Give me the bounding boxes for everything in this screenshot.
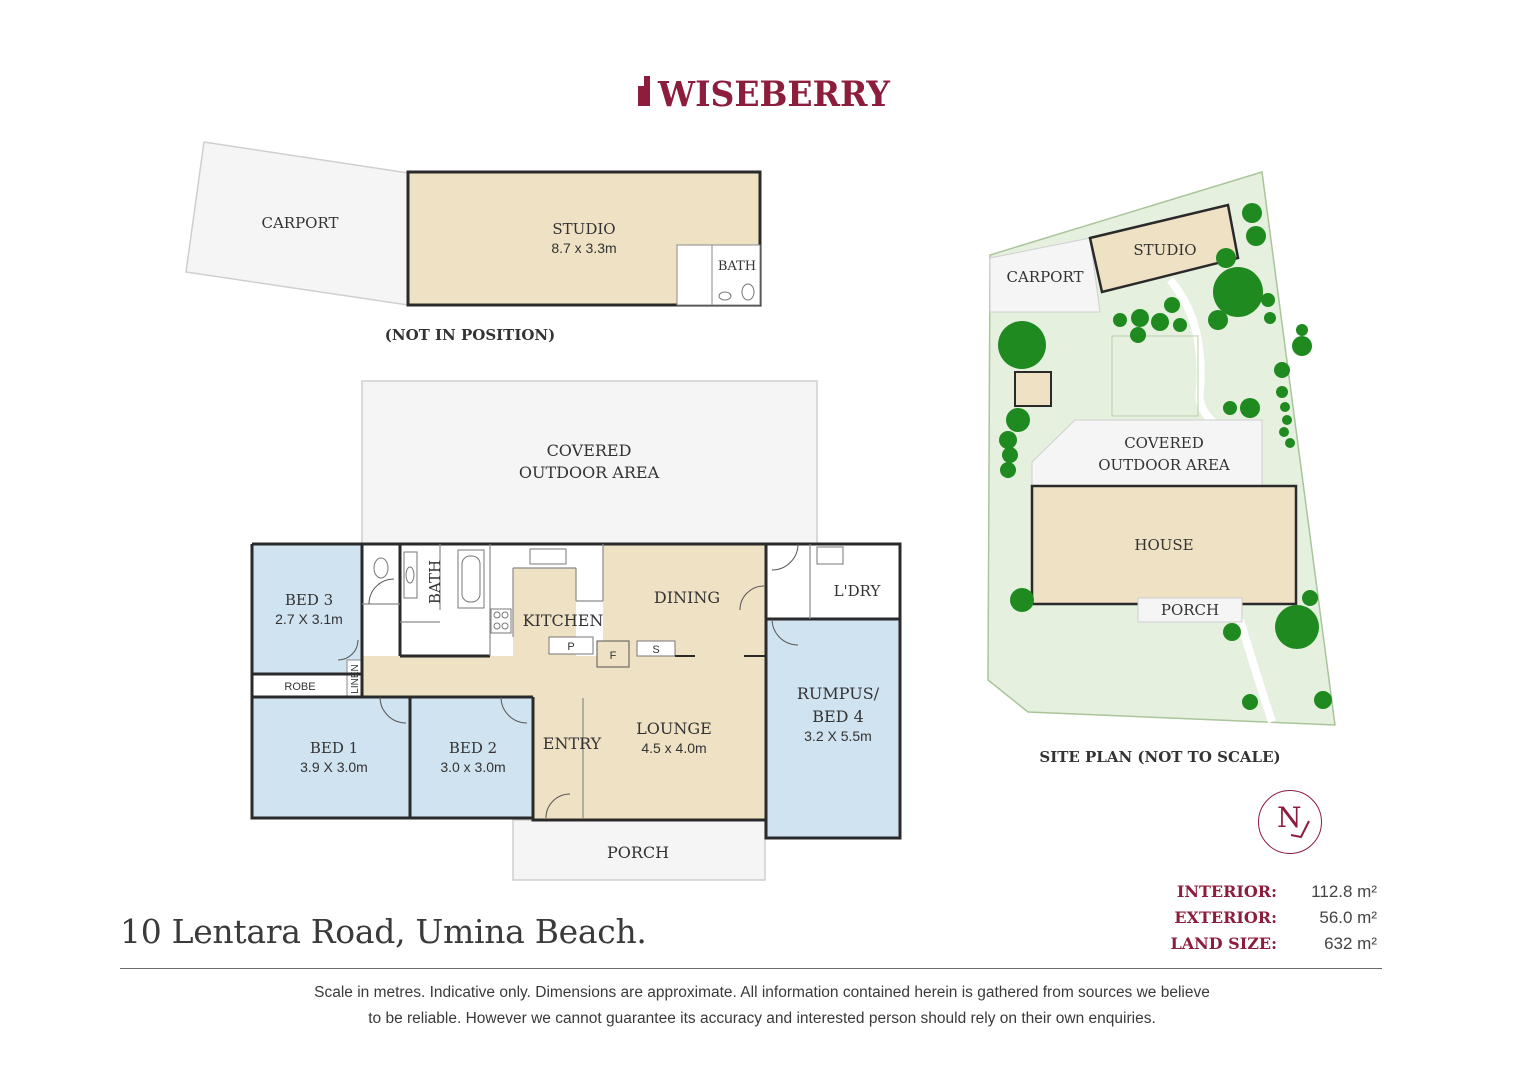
bathtub-inner (461, 555, 481, 603)
site-porch-label: PORCH (1161, 601, 1219, 619)
compass-arrow-icon (1290, 820, 1310, 839)
room-labels: COVERED OUTDOOR AREA BED 3 2.7 X 3.1m BA… (275, 441, 881, 862)
laundry-label: L'DRY (834, 582, 882, 600)
area-label: LAND SIZE: (1170, 934, 1277, 953)
rumpus-room (766, 619, 900, 838)
site-plan: CARPORT STUDIO COVERED OUTDOOR AREA HOUS… (987, 171, 1336, 766)
kitchen-label: KITCHEN (523, 611, 604, 630)
bed3-dims: 2.7 X 3.1m (275, 611, 343, 627)
bed2-label: BED 2 (449, 739, 497, 757)
dining-label: DINING (654, 588, 720, 607)
rumpus-dims: 3.2 X 5.5m (804, 728, 872, 744)
bed3-label: BED 3 (285, 591, 333, 609)
porch-label: PORCH (607, 843, 669, 862)
linen-label: LINEN (350, 664, 361, 693)
door-swings (337, 543, 799, 819)
thin-partitions (362, 544, 811, 818)
site-house-label: HOUSE (1134, 536, 1193, 554)
house-floor-plan: COVERED OUTDOOR AREA BED 3 2.7 X 3.1m BA… (250, 380, 902, 881)
disclaimer-line-2: to be reliable. However we cannot guaran… (368, 1010, 1156, 1027)
pantry-box (548, 636, 594, 655)
lounge-label: LOUNGE (636, 719, 712, 738)
area-row-exterior: EXTERIOR: 56.0 m² (1160, 908, 1390, 934)
wiseberry-logo: WISEBERRY (638, 74, 891, 114)
laundry-tub (816, 546, 844, 565)
site-studio-label: STUDIO (1133, 241, 1196, 259)
brand-name: WISEBERRY (657, 74, 891, 114)
disclaimer: Scale in metres. Indicative only. Dimens… (200, 980, 1324, 1032)
covered-outdoor-area (361, 380, 818, 545)
bed1-label: BED 1 (310, 739, 358, 757)
site-house (1030, 484, 1298, 606)
fixtures (373, 546, 844, 668)
trees (998, 203, 1332, 710)
bath-label: BATH (426, 560, 444, 604)
rumpus-label-2: BED 4 (812, 707, 864, 726)
covered-label-2: OUTDOOR AREA (519, 463, 660, 482)
pantry-label: P (567, 641, 574, 653)
site-carport (989, 237, 1101, 313)
toilet (373, 557, 389, 579)
entry-label: ENTRY (543, 734, 602, 753)
area-row-interior: INTERIOR: 112.8 m² (1160, 882, 1390, 908)
logo-mark-notch (638, 76, 644, 86)
studio-basin (718, 291, 732, 301)
site-covered (1031, 419, 1263, 487)
fridge-box (596, 640, 630, 668)
area-label: INTERIOR: (1176, 882, 1277, 901)
site-covered-label-2: OUTDOOR AREA (1098, 456, 1230, 474)
site-carport-label: CARPORT (1006, 268, 1083, 286)
bed1-room (252, 697, 410, 818)
studio-dims: 8.7 x 3.3m (551, 240, 616, 256)
lounge-dims: 4.5 x 4.0m (641, 740, 706, 756)
property-address: 10 Lentara Road, Umina Beach. (120, 912, 647, 951)
path-front (1236, 618, 1276, 724)
bed1-dims: 3.9 X 3.0m (300, 759, 368, 775)
area-value: 112.8 m² (1311, 882, 1377, 901)
robe-label: ROBE (284, 681, 315, 693)
area-row-land: LAND SIZE: 632 m² (1160, 934, 1390, 960)
basin (405, 566, 415, 584)
site-covered-label-1: COVERED (1124, 434, 1204, 452)
studio-label: STUDIO (552, 220, 615, 238)
bed2-room (410, 697, 533, 818)
front-porch (512, 819, 766, 881)
covered-label-1: COVERED (547, 441, 632, 460)
footer-divider (120, 968, 1382, 969)
fridge-label: F (610, 650, 617, 662)
studio-bath-label: BATH (718, 259, 756, 274)
disclaimer-line-1: Scale in metres. Indicative only. Dimens… (314, 984, 1210, 1001)
studio-carport-plan: CARPORT STUDIO 8.7 x 3.3m BATH (NOT IN P… (185, 141, 762, 344)
area-summary: INTERIOR: 112.8 m² EXTERIOR: 56.0 m² LAN… (1160, 882, 1390, 960)
cooktop (490, 608, 512, 634)
site-porch (1137, 597, 1243, 623)
storage-box (636, 640, 676, 657)
site-shed (1014, 371, 1052, 407)
area-label: EXTERIOR: (1174, 908, 1277, 927)
walls (250, 542, 902, 840)
site-lawn-outline (1111, 335, 1199, 417)
carport-label: CARPORT (261, 214, 338, 232)
site-plan-caption: SITE PLAN (NOT TO SCALE) (1039, 748, 1280, 766)
bed2-dims: 3.0 x 3.0m (440, 759, 505, 775)
studio-toilet (741, 283, 755, 301)
rumpus-label-1: RUMPUS/ (797, 684, 880, 703)
not-in-position-label: (NOT IN POSITION) (385, 326, 555, 344)
area-value: 56.0 m² (1319, 908, 1377, 927)
north-letter: N (1277, 801, 1302, 834)
site-studio (1088, 203, 1240, 294)
bed3-room (252, 544, 362, 674)
kitchen-sink (529, 548, 567, 565)
area-value: 632 m² (1324, 934, 1377, 953)
north-compass: N (1258, 790, 1322, 854)
storage-label: S (652, 644, 659, 656)
